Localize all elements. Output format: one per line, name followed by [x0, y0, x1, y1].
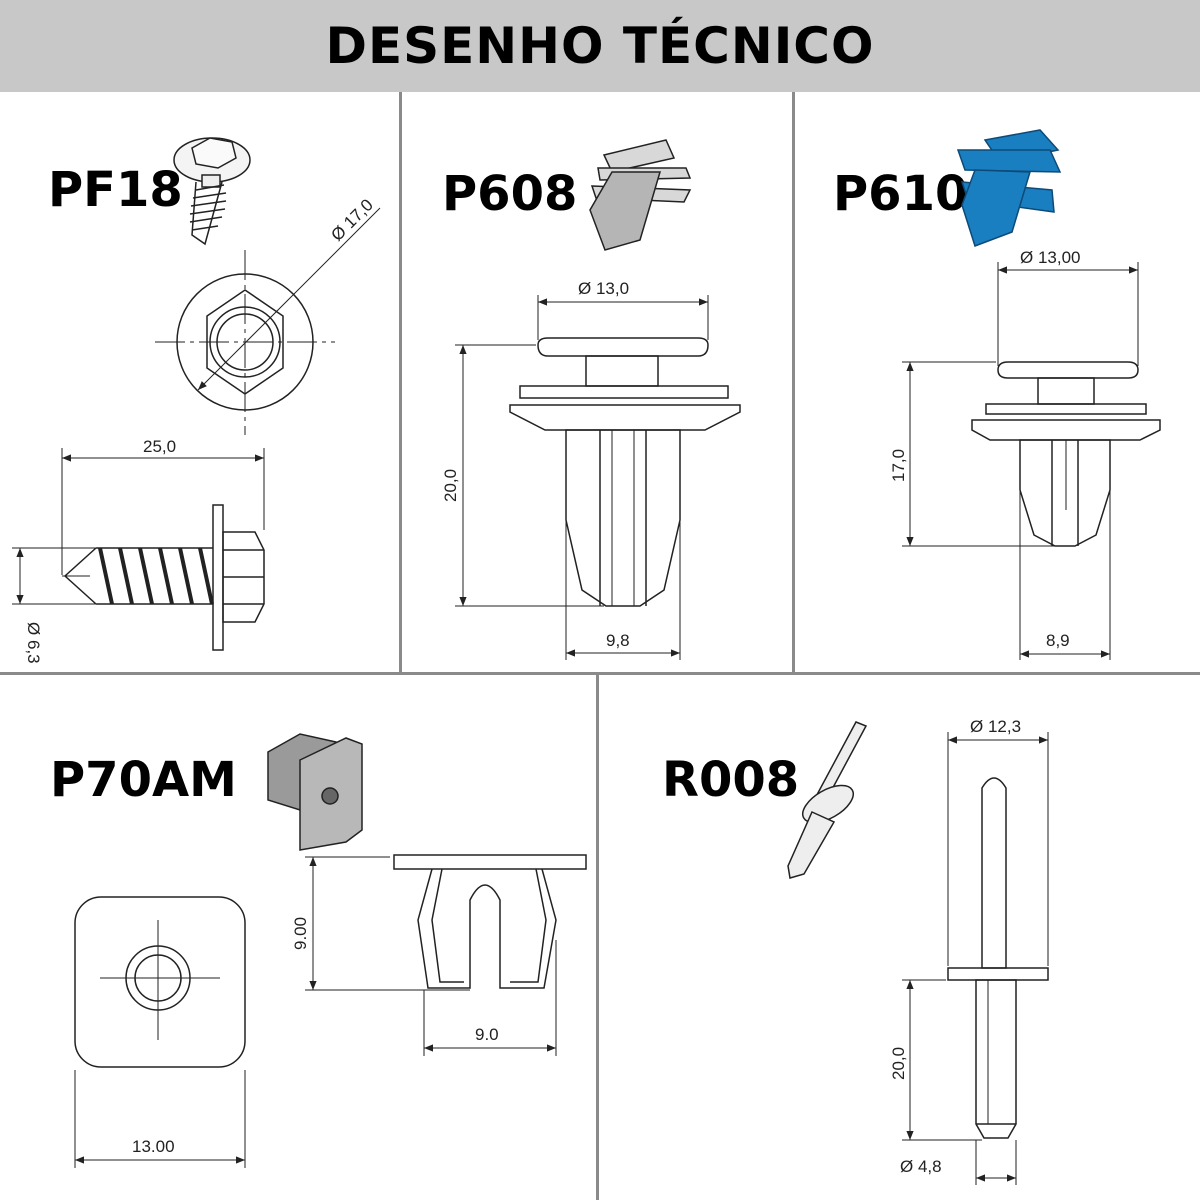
- part-code-pf18: PF18: [48, 162, 183, 218]
- r008-dim-shaft: Ø 4,8: [900, 1157, 942, 1176]
- p610-clip-icon: [956, 129, 1062, 247]
- p608-dim-head: Ø 13,0: [578, 279, 629, 298]
- r008-dim-head: Ø 12,3: [970, 717, 1021, 736]
- p70am-dim-plate: 13.00: [132, 1137, 175, 1156]
- title-banner: DESENHO TÉCNICO: [0, 0, 1200, 92]
- p70am-drawing: [74, 733, 587, 1168]
- pf18-top-view: [155, 207, 381, 435]
- p608-side-view: [455, 295, 741, 660]
- p610-side-view: [902, 262, 1161, 660]
- r008-side-view: [902, 732, 1049, 1185]
- divider-v1: [399, 92, 402, 674]
- p70am-dim-slot: 9.0: [475, 1025, 499, 1044]
- divider-h: [0, 672, 1200, 675]
- p608-dim-height: 20,0: [441, 469, 460, 502]
- r008-rivet-icon: [787, 721, 868, 879]
- p610-dim-width: 8,9: [1046, 631, 1070, 650]
- p70am-nut-icon: [267, 733, 363, 851]
- divider-v2: [792, 92, 795, 674]
- divider-v3: [596, 675, 599, 1200]
- p610-dim-height: 17,0: [889, 449, 908, 482]
- p70am-top-view: [74, 896, 246, 1168]
- pf18-dim-length: 25,0: [143, 437, 176, 456]
- p70am-dim-height: 9.00: [291, 917, 310, 950]
- part-code-r008: R008: [662, 752, 800, 808]
- p608-dim-width: 9,8: [606, 631, 630, 650]
- r008-drawing: [787, 721, 1049, 1185]
- part-code-p610: P610: [833, 166, 969, 222]
- p610-drawing: [902, 129, 1161, 660]
- r008-dim-length: 20,0: [889, 1047, 908, 1080]
- p608-drawing: [455, 139, 741, 660]
- p610-dim-head: Ø 13,00: [1020, 248, 1081, 267]
- p70am-side-view: [305, 854, 587, 1056]
- page-title: DESENHO TÉCNICO: [325, 17, 875, 75]
- pf18-dim-thread: Ø 6,3: [24, 622, 43, 664]
- part-code-p70am: P70AM: [50, 752, 237, 808]
- part-code-p608: P608: [442, 166, 578, 222]
- pf18-screw-icon: [173, 137, 251, 246]
- pf18-side-view: [12, 448, 265, 651]
- pf18-drawing: [12, 137, 381, 651]
- pf18-dim-diameter: Ø 17,0: [327, 195, 377, 245]
- p608-clip-icon: [589, 139, 692, 251]
